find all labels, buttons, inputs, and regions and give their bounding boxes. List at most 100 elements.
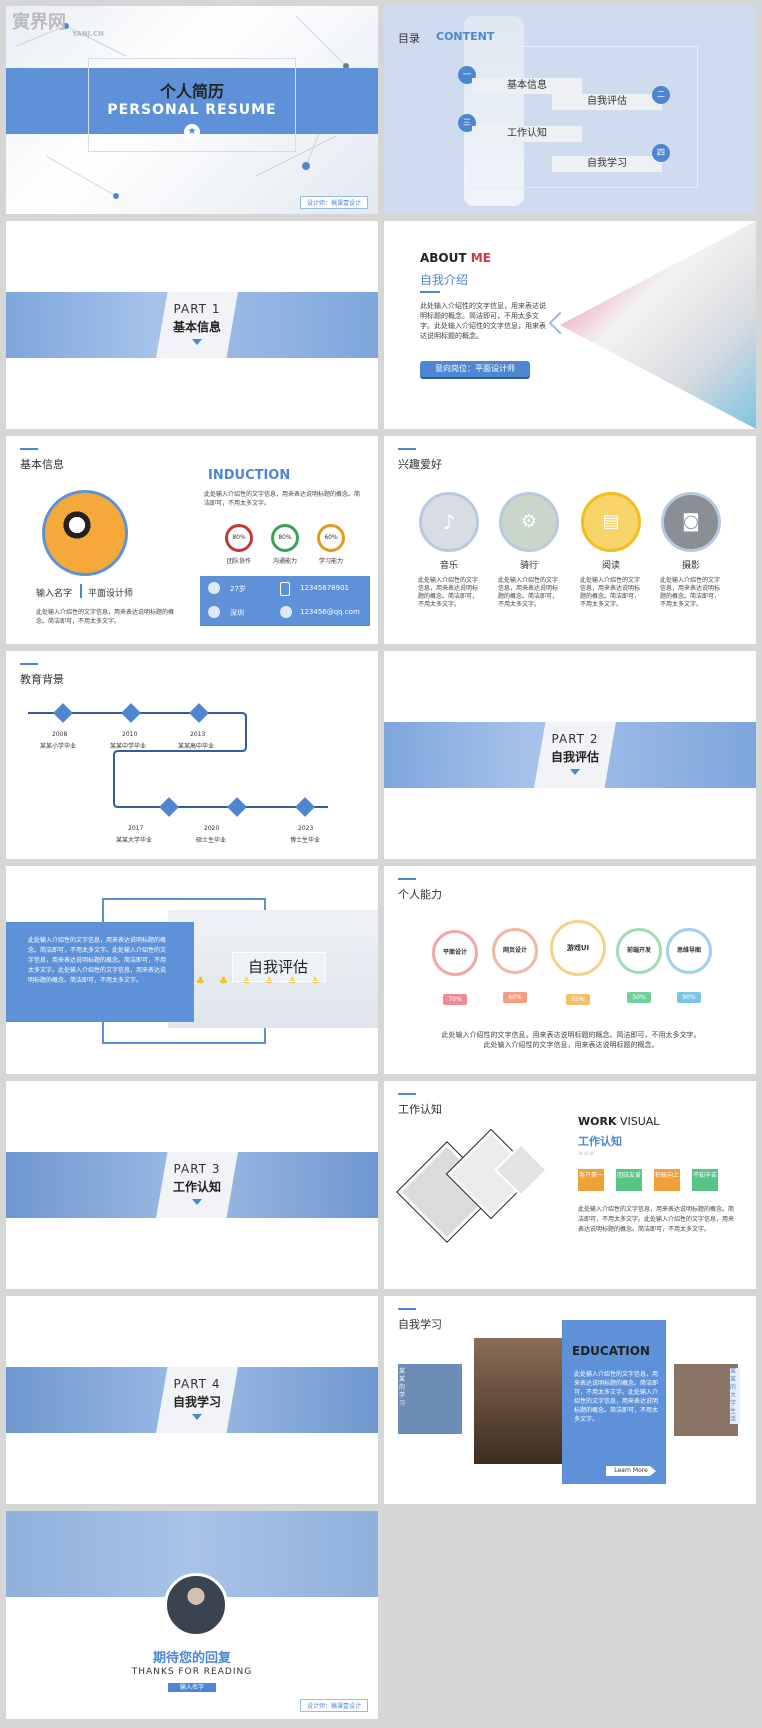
slide-education[interactable]: 教育背景 2008 某某小学毕业 2010 某某中学毕业 2013 某某高中毕业… xyxy=(6,651,378,859)
team-photo xyxy=(164,1573,228,1637)
triangle-down-icon xyxy=(192,339,202,345)
toc-text-3: 工作认知 xyxy=(472,126,582,142)
info-email: 123456@qq.com xyxy=(300,608,360,616)
location-icon xyxy=(208,606,220,618)
timeline-year-1: 2008 xyxy=(52,731,68,738)
camera-icon: ◙ xyxy=(661,492,721,552)
hobby-text-reading: 此处输入介绍性的文字信息，用来表达说明标题的概念。简洁即可，不用太多文字。 xyxy=(580,577,641,608)
slide-learning[interactable]: 自我学习 某某的学习 EDUCATION 此处输入介绍性的文字信息，用来表达说明… xyxy=(384,1296,756,1504)
skill-ring-2: 80% xyxy=(271,524,299,552)
phone-icon xyxy=(280,582,290,596)
slide-self-assessment[interactable]: ♣♣♣♣♣♣ 此处输入介绍性的文字信息，用来表达说明标题的概念。简洁即可，不用太… xyxy=(6,866,378,1074)
slide-ability[interactable]: 个人能力 平面设计 70% 网页设计 60% 游戏UI 65% 前端开发 50%… xyxy=(384,866,756,1074)
thanks-sub: THANKS FOR READING xyxy=(131,1667,253,1677)
avatar xyxy=(42,490,128,576)
slide-thanks[interactable]: 期待您的回复 THANKS FOR READING 输入名字 设计师：稿课壹设计 xyxy=(6,1511,378,1719)
ability-ring-3: 游戏UI xyxy=(550,920,606,976)
slide-basic-info[interactable]: 基本信息 输入名字 平面设计师 此处输入介绍性的文字信息，用来表达说明标题的概念… xyxy=(6,436,378,644)
info-city: 深圳 xyxy=(230,609,244,617)
skill-3: 60% 学习能力 xyxy=(316,524,346,565)
bicycle-icon: ⚙ xyxy=(499,492,559,552)
person-desc: 此处输入介绍性的文字信息，用来表达说明标题的概念。简洁即可，不用太多文字。 xyxy=(36,609,175,625)
ability-pct-3: 65% xyxy=(566,994,590,1005)
slide-hobbies[interactable]: 兴趣爱好 ♪ 音乐 此处输入介绍性的文字信息，用来表达说明标题的概念。简洁即可，… xyxy=(384,436,756,644)
toc-text-1: 基本信息 xyxy=(472,78,582,94)
timeline-year-6: 2023 xyxy=(298,825,314,832)
work-heading: WORK VISUAL xyxy=(578,1115,660,1128)
ability-ring-1: 平面设计 xyxy=(432,930,478,976)
timeline-text-4: 某某大学毕业 xyxy=(116,837,153,844)
right-photo xyxy=(674,1364,738,1436)
ability-pct-1: 70% xyxy=(443,994,467,1005)
designer-label: 设计师：稿课壹设计 xyxy=(299,196,368,209)
mail-icon xyxy=(280,606,292,618)
part4-number: PART 4 xyxy=(173,1377,221,1391)
person-job: 平面设计师 xyxy=(88,589,134,599)
hobby-cycling: ⚙ 骑行 此处输入介绍性的文字信息，用来表达说明标题的概念。简洁即可，不用太多文… xyxy=(498,492,560,609)
contents-label: 目录 xyxy=(398,32,420,45)
hobby-label-music: 音乐 xyxy=(439,561,458,571)
chevron-left-icon xyxy=(548,311,572,335)
timeline-year-2: 2010 xyxy=(122,731,138,738)
ability-ring-4: 前端开发 xyxy=(616,928,662,974)
slide-part1[interactable]: PART 1 基本信息 xyxy=(6,221,378,429)
toc-num-1: 一 xyxy=(458,66,476,84)
learn-more-button[interactable]: Learn More xyxy=(606,1466,656,1476)
work-tag-3: 积极向上 xyxy=(654,1169,680,1191)
education-text: 此处输入介绍性的文字信息，用来表达说明标题的概念。简洁即可，不用太多文字。此处输… xyxy=(574,1371,659,1423)
skill-1: 80% 团队协作 xyxy=(224,524,254,565)
assessment-title-box xyxy=(232,952,326,982)
slide-contents[interactable]: 目录 CONTENT 一 基本信息 自我评估 二 三 工作认知 自我学习 四 xyxy=(384,6,756,214)
assessment-text: 此处输入介绍性的文字信息，用来表达说明标题的概念。简洁即可，不用太多文字。此处输… xyxy=(28,937,167,984)
hobby-label-photo: 摄影 xyxy=(681,561,700,571)
ability-ring-5: 思维导图 xyxy=(666,928,712,974)
timeline-path xyxy=(28,712,328,808)
triangle-down-icon xyxy=(192,1414,202,1420)
part2-title: 自我评估 xyxy=(550,750,599,764)
hobby-text-photo: 此处输入介绍性的文字信息，用来表达说明标题的概念。简洁即可，不用太多文字。 xyxy=(660,577,721,608)
slide-part4[interactable]: PART 4 自我学习 xyxy=(6,1296,378,1504)
right-photo-label: 某某的大学生活 xyxy=(730,1368,740,1424)
induction-text: 此处输入介绍性的文字信息，用来表达说明标题的概念。简洁即可，不用太多文字。 xyxy=(204,491,361,507)
work-text: 此处输入介绍性的文字信息，用来表达说明标题的概念。简洁即可，不用太多文字。此处输… xyxy=(578,1206,735,1233)
user-icon xyxy=(208,582,220,594)
skill-label-1: 团队协作 xyxy=(226,558,251,565)
ability-4: 前端开发 50% xyxy=(616,928,662,1003)
slide-part3[interactable]: PART 3 工作认知 xyxy=(6,1081,378,1289)
slide-work[interactable]: 工作认知 WORK VISUAL 工作认知 »»» 客户第一 团结友爱 积极向上… xyxy=(384,1081,756,1289)
ability-title: 个人能力 xyxy=(398,878,442,901)
toc-num-4: 四 xyxy=(652,144,670,162)
education-title: 教育背景 xyxy=(20,663,64,686)
skill-label-3: 学习能力 xyxy=(318,558,343,565)
ability-pct-5: 90% xyxy=(677,992,701,1003)
basic-info-title: 基本信息 xyxy=(20,448,64,471)
about-text: 此处输入介绍性的文字信息，用来表达说明标题的概念。简洁即可，不用太多文字。此处输… xyxy=(420,302,546,340)
timeline-year-3: 2013 xyxy=(190,731,206,738)
part2-box: PART 2 自我评估 xyxy=(534,722,616,788)
about-rule xyxy=(420,291,440,293)
cover-title-cn: 个人简历 xyxy=(159,82,224,101)
slide-about[interactable]: ABOUT ME 自我介绍 此处输入介绍性的文字信息，用来表达说明标题的概念。简… xyxy=(384,221,756,429)
timeline-text-3: 某某高中毕业 xyxy=(178,743,215,750)
timeline-text-1: 某某小学毕业 xyxy=(40,743,77,750)
cover-band xyxy=(6,68,378,134)
name-divider xyxy=(80,584,82,598)
music-icon: ♪ xyxy=(419,492,479,552)
hobby-music: ♪ 音乐 此处输入介绍性的文字信息，用来表达说明标题的概念。简洁即可，不用太多文… xyxy=(418,492,480,609)
thanks-designer: 设计师：稿课壹设计 xyxy=(299,1699,368,1712)
info-panel: 27岁 12345678901 深圳 123456@qq.com xyxy=(200,576,370,626)
part3-number: PART 3 xyxy=(173,1162,221,1176)
education-panel xyxy=(562,1320,666,1484)
skill-ring-1: 80% xyxy=(225,524,253,552)
ability-pct-4: 50% xyxy=(627,992,651,1003)
hobby-label-cycling: 骑行 xyxy=(519,561,538,571)
timeline-year-4: 2017 xyxy=(128,825,144,832)
chevrons-icon: »»» xyxy=(578,1149,595,1159)
left-photo xyxy=(398,1364,462,1434)
part4-title: 自我学习 xyxy=(172,1395,221,1409)
timeline-text-6: 博士生毕业 xyxy=(290,837,321,844)
work-tag-4: 不知辛苦 xyxy=(692,1169,718,1191)
slide-part2[interactable]: PART 2 自我评估 xyxy=(384,651,756,859)
